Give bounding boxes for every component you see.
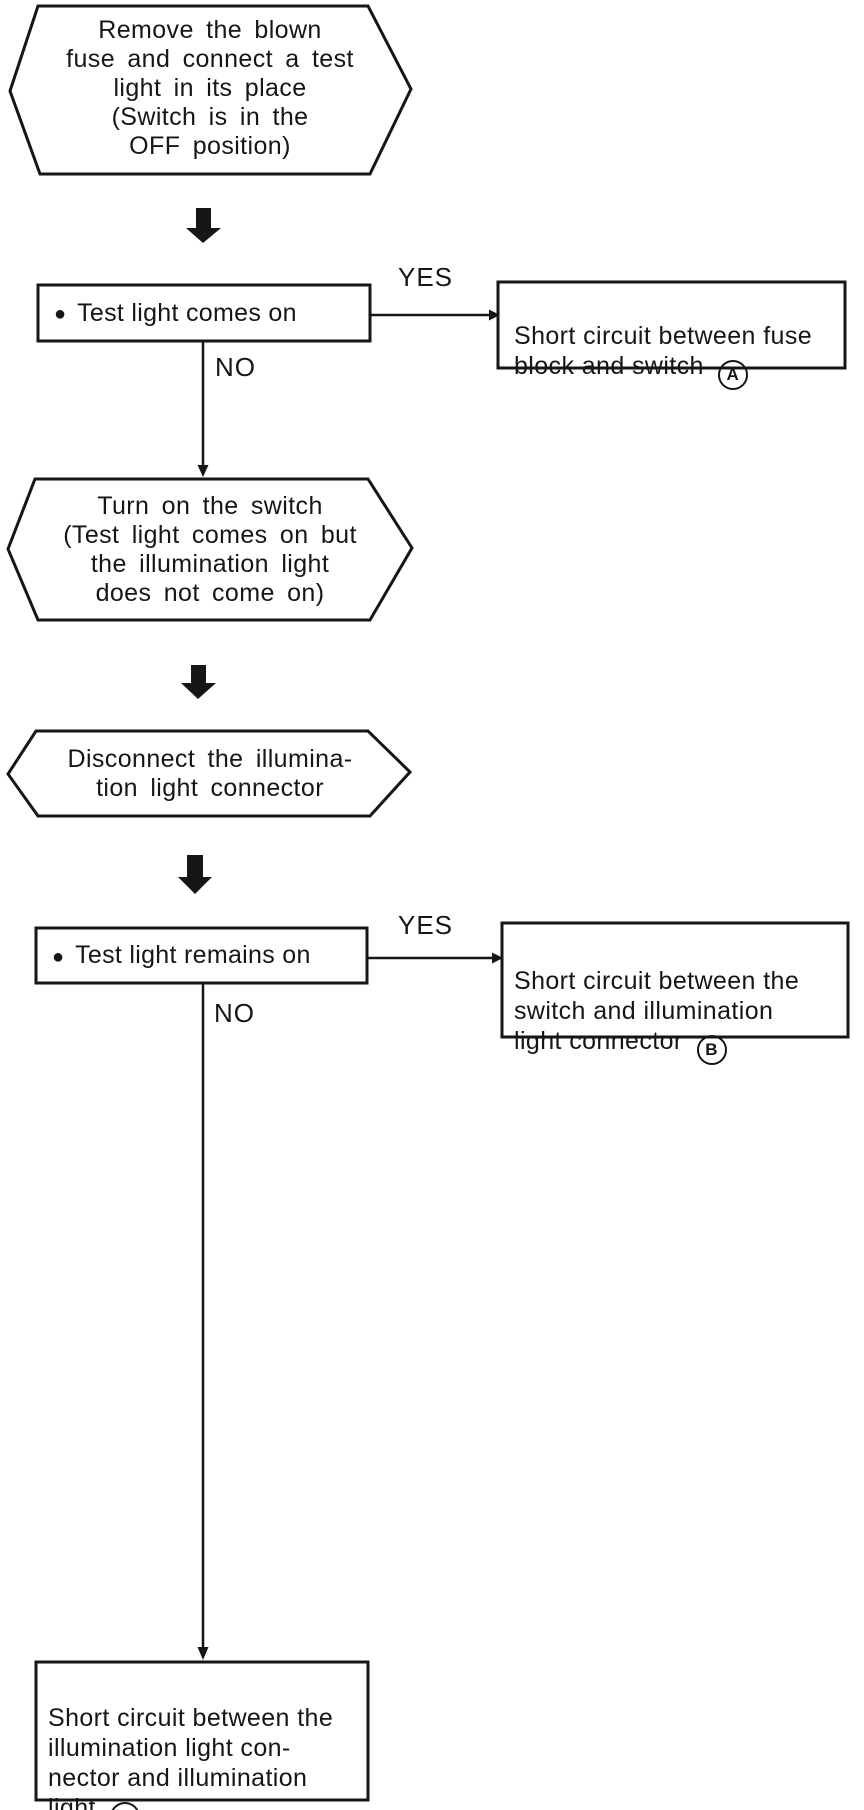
circled-b-badge: B xyxy=(696,1034,727,1065)
hexagon-turn-on-switch-shape xyxy=(6,477,414,622)
result-a-box-shape xyxy=(496,280,847,370)
step-remove-fuse-text: Remove the blown fuse and connect a test… xyxy=(66,16,354,160)
result-b: Short circuit between the switch and ill… xyxy=(514,936,838,1065)
yes1-label: YES xyxy=(398,262,454,292)
bullet-icon: ● xyxy=(54,303,67,325)
no2-arrowhead-icon xyxy=(197,1647,209,1660)
no1-arrowhead-icon xyxy=(197,465,209,477)
hexagon-remove-fuse-shape xyxy=(8,4,413,176)
result-c-box-shape xyxy=(34,1660,370,1802)
bullet-icon: ● xyxy=(52,945,65,968)
result-c-text: Short circuit between the illumination l… xyxy=(48,1704,334,1810)
result-c: Short circuit between the illumination l… xyxy=(48,1673,360,1810)
result-b-text: Short circuit between the switch and ill… xyxy=(514,967,800,1055)
check-label: Test light comes on xyxy=(77,298,297,327)
yes2-arrowhead-icon xyxy=(492,952,503,964)
block-arrow-down-icon xyxy=(178,855,212,894)
yes2-label: YES xyxy=(398,910,454,940)
block-arrow-down-icon xyxy=(186,208,221,243)
circled-c-badge: C xyxy=(109,1801,140,1810)
circled-a-badge: A xyxy=(717,359,748,390)
result-a: Short circuit between fuse block and swi… xyxy=(514,291,838,390)
step-disconnect-connector-text: Disconnect the illumina- tion light conn… xyxy=(67,745,353,802)
check2-box-shape xyxy=(34,926,369,985)
result-b-box-shape xyxy=(500,921,850,1039)
result-a-text: Short circuit between fuse block and swi… xyxy=(514,322,813,380)
no2-label: NO xyxy=(214,998,255,1028)
no1-label: NO xyxy=(215,352,256,382)
block-arrow-down-icon xyxy=(181,665,216,699)
yes1-arrowhead-icon xyxy=(489,309,500,321)
hexagon-disconnect-connector-shape xyxy=(6,729,413,818)
check-test-light-comes-on: ● Test light comes on xyxy=(38,285,370,341)
check-label: Test light remains on xyxy=(75,941,311,969)
check-test-light-remains-on: ● Test light remains on xyxy=(36,928,367,983)
step-turn-on-switch-text: Turn on the switch (Test light comes on … xyxy=(63,492,357,607)
check1-box-shape xyxy=(36,283,372,343)
